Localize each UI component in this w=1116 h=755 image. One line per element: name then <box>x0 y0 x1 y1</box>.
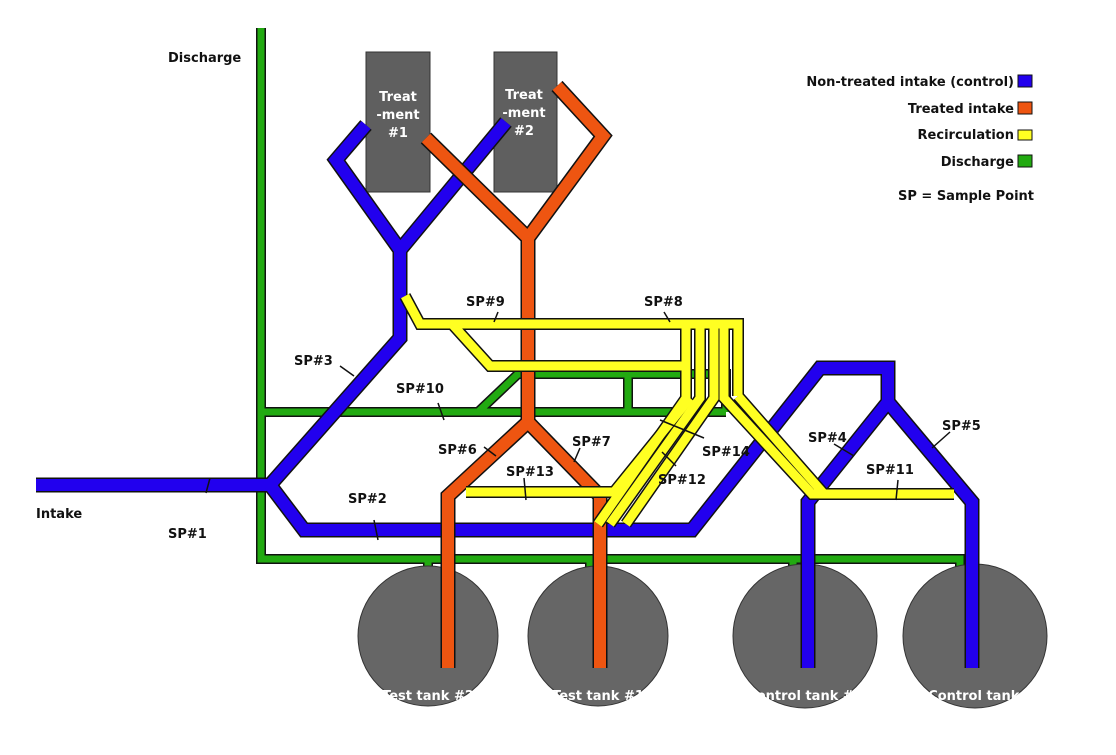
legend-label-discharge: Discharge <box>941 155 1014 170</box>
sp-1-label: SP#1 <box>168 527 207 542</box>
legend-swatch-non-treated <box>1017 74 1033 88</box>
sp-4-label: SP#4 <box>808 431 847 446</box>
recirculation-pipes <box>399 293 954 528</box>
treated-intake-pipes <box>420 80 613 668</box>
intake-label: Intake <box>36 507 82 522</box>
test-tank-1-label: Test tank #1 <box>552 689 644 704</box>
discharge-outlet-label: Discharge <box>168 51 241 66</box>
legend-swatch-treated <box>1017 101 1033 115</box>
treatment-1-label-line2: -ment <box>376 108 419 123</box>
treatment-units <box>365 51 558 193</box>
non-treated-intake-pipes <box>36 117 980 668</box>
control-tank-1-label: Control tank #1 <box>747 689 863 704</box>
treatment-1-box <box>365 51 431 193</box>
legend-label-non-treated: Non-treated intake (control) <box>806 75 1014 90</box>
test-tank-2-label: Test tank #2 <box>382 689 474 704</box>
treatment-2-label-line1: Treat <box>505 88 543 103</box>
sp-5-label: SP#5 <box>942 419 981 434</box>
treatment-1-label-line1: Treat <box>379 90 417 105</box>
legend-swatch-recirculation <box>1017 129 1033 141</box>
legend-label-treated: Treated intake <box>908 102 1014 117</box>
sp-3-label: SP#3 <box>294 354 333 369</box>
control-tank-2-label: Control tank #2 <box>928 689 1044 704</box>
sp-14-label: SP#14 <box>702 445 750 460</box>
legend-swatch-discharge <box>1017 154 1033 168</box>
sp-8-label: SP#8 <box>644 295 683 310</box>
sp-7-label: SP#7 <box>572 435 611 450</box>
legend-label-recirculation: Recirculation <box>918 128 1014 143</box>
sp-10-label: SP#10 <box>396 382 444 397</box>
sp-2-label: SP#2 <box>348 492 387 507</box>
legend: Non-treated intake (control) Treated int… <box>806 74 1034 204</box>
sp-13-label: SP#13 <box>506 465 554 480</box>
sample-point-leaders <box>205 311 951 541</box>
sp-9-label: SP#9 <box>466 295 505 310</box>
treatment-1-label-line3: #1 <box>388 126 408 141</box>
sp-12-label: SP#12 <box>658 473 706 488</box>
tanks <box>357 563 1048 709</box>
treatment-2-label-line2: -ment <box>502 106 545 121</box>
treatment-2-box <box>493 51 558 193</box>
sp-11-label: SP#11 <box>866 463 914 478</box>
treatment-2-label-line3: #2 <box>514 124 534 139</box>
sp-6-label: SP#6 <box>438 443 477 458</box>
test-tank-2 <box>357 565 499 707</box>
legend-note: SP = Sample Point <box>898 189 1034 204</box>
